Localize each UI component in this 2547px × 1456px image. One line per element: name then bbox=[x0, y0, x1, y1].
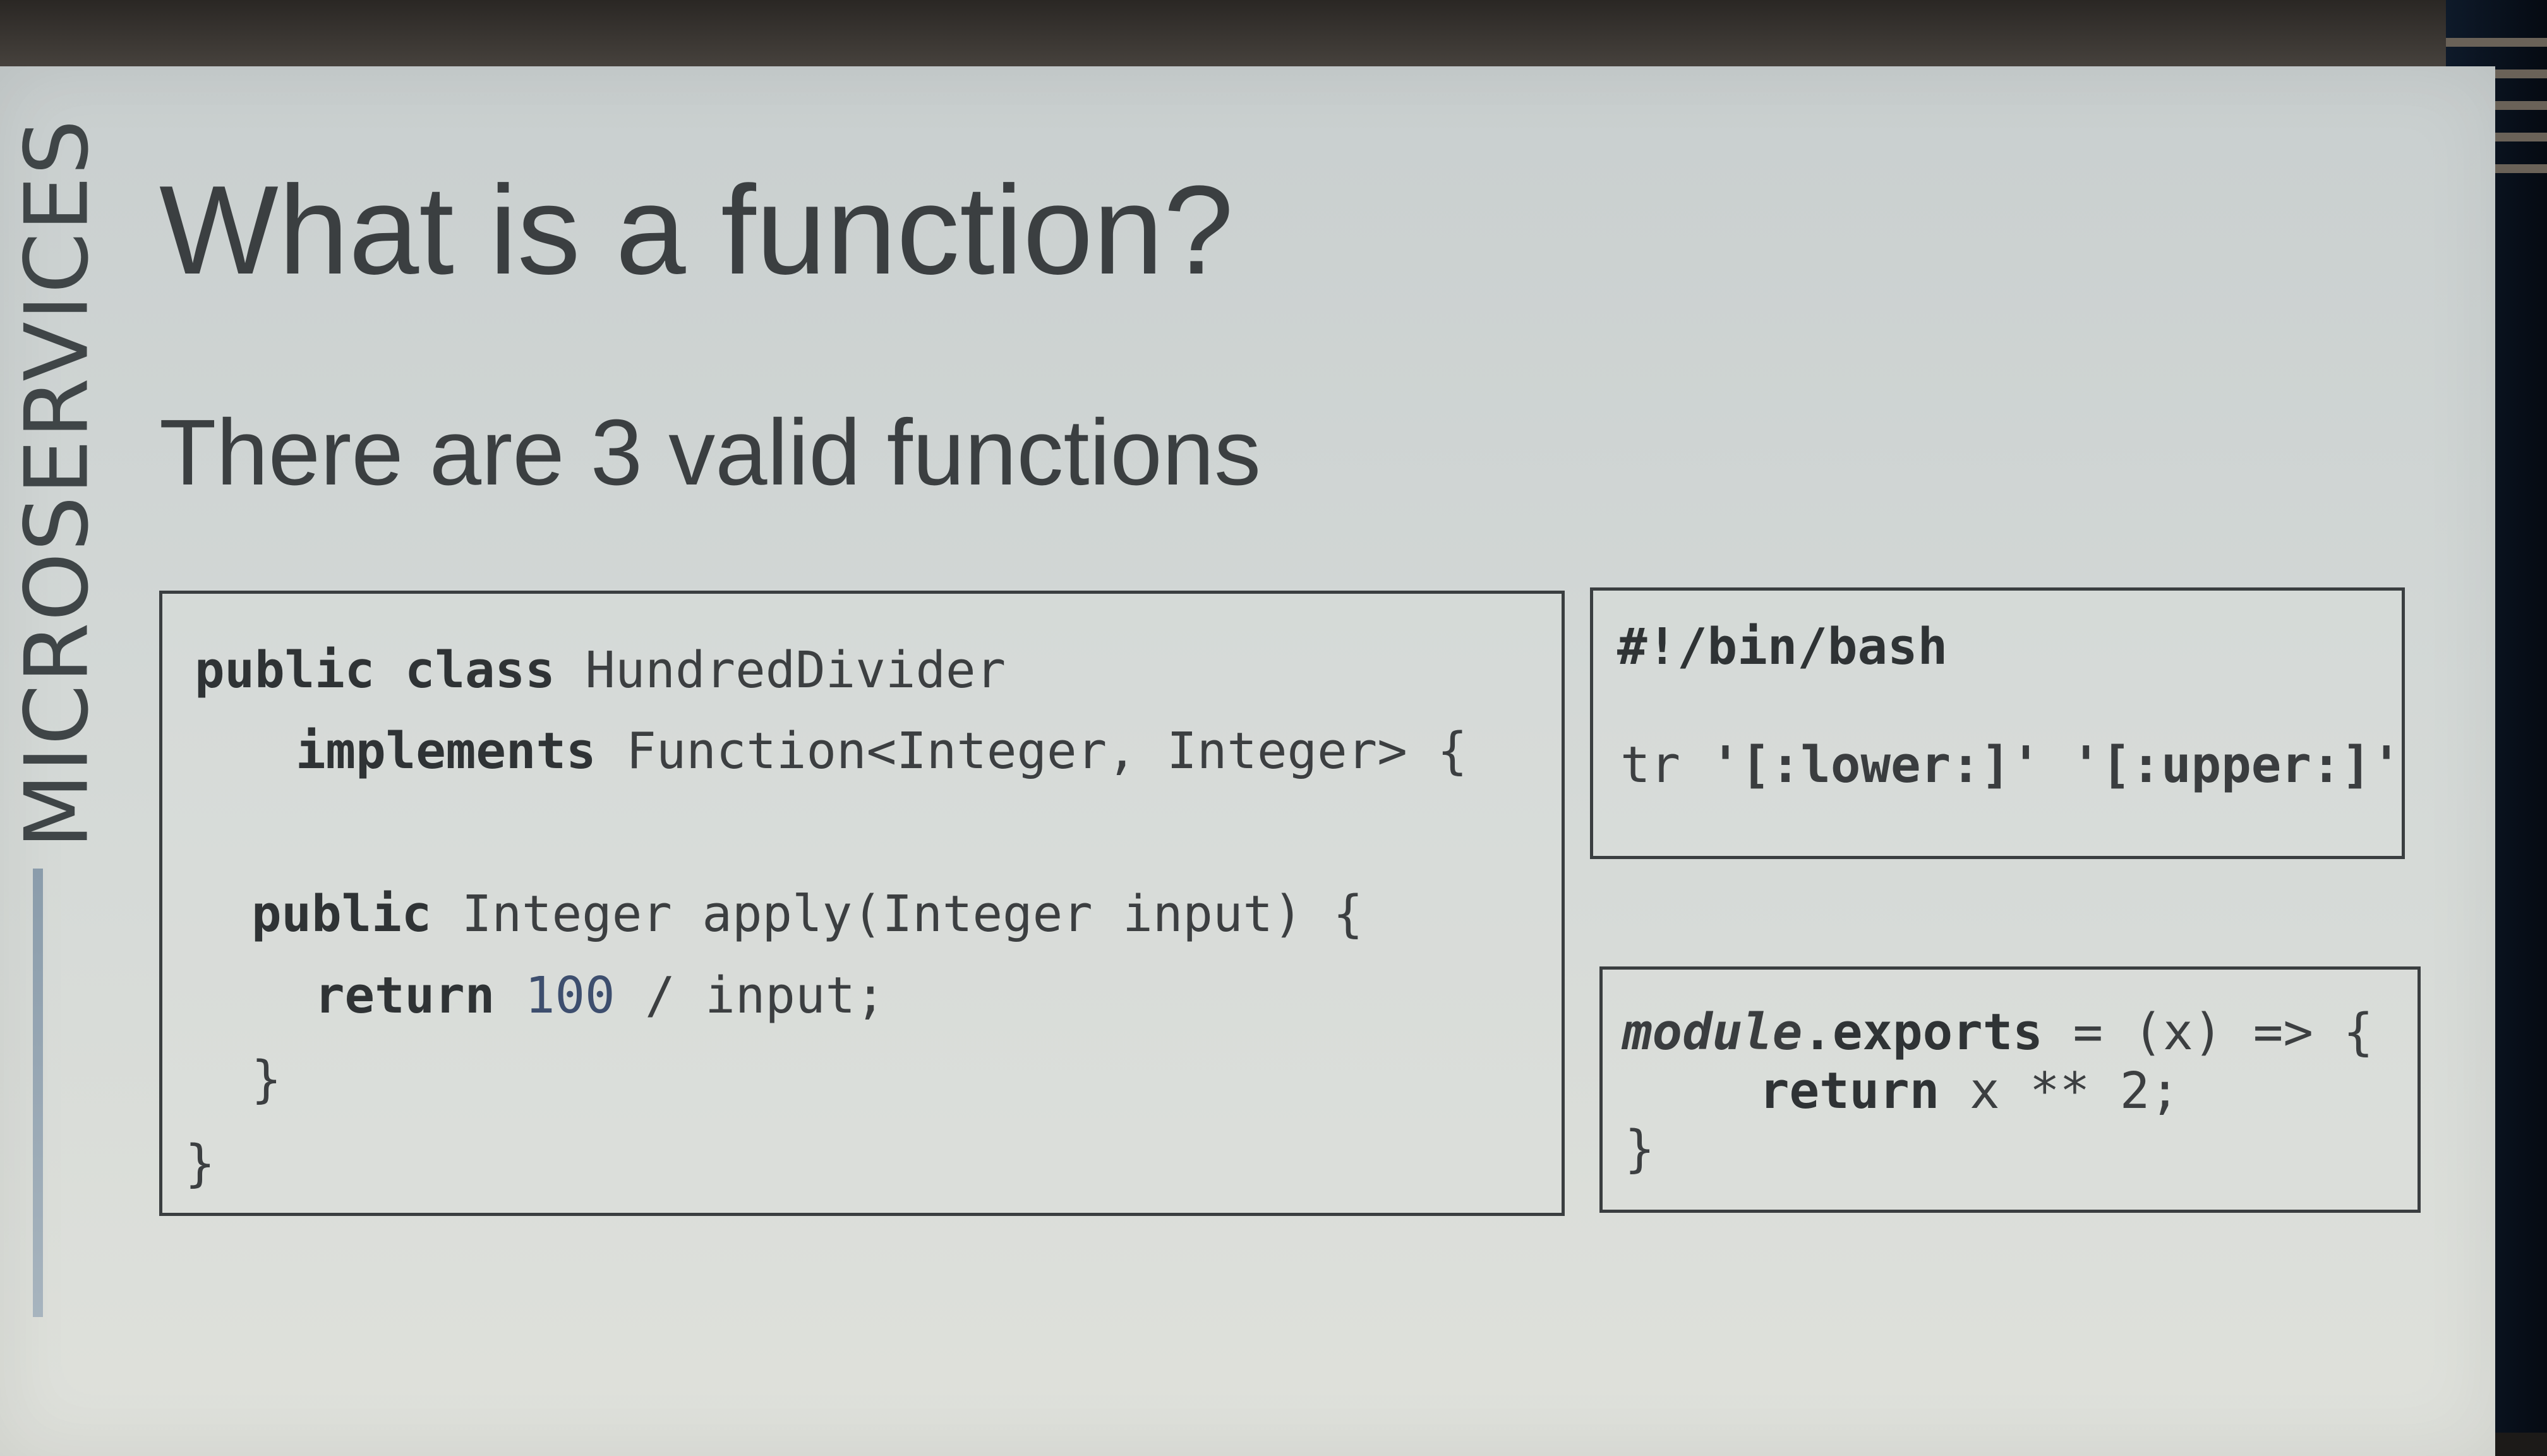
java-keyword: return bbox=[315, 966, 495, 1025]
js-code-box bbox=[1599, 966, 2421, 1213]
java-line-1: public class HundredDivider bbox=[195, 646, 1006, 695]
presentation-slide bbox=[0, 66, 2495, 1456]
bash-shebang: #!/bin/bash bbox=[1617, 618, 1948, 676]
bash-line-2: tr '[:lower:]' '[:upper:]' bbox=[1620, 740, 2402, 790]
java-class-name: HundredDivider bbox=[585, 641, 1006, 699]
java-line-5: } bbox=[251, 1050, 282, 1109]
java-line-2: implements Function<Integer, Integer> { bbox=[296, 726, 1467, 776]
js-keyword: return bbox=[1759, 1062, 1940, 1120]
java-keyword: public bbox=[251, 885, 432, 943]
side-accent-bar bbox=[33, 869, 43, 1317]
window-blind bbox=[2446, 38, 2547, 47]
bash-code-box bbox=[1590, 587, 2405, 859]
js-exports-property: .exports bbox=[1802, 1003, 2043, 1061]
js-code-text: x ** 2; bbox=[1969, 1062, 2180, 1120]
js-line-2: return x ** 2; bbox=[1759, 1066, 2180, 1116]
java-code-text: / input; bbox=[645, 966, 886, 1025]
java-keyword: implements bbox=[296, 722, 596, 780]
bash-command: tr bbox=[1620, 736, 1681, 794]
side-label-text: MICROSERVICES bbox=[6, 117, 108, 849]
java-number: 100 bbox=[524, 966, 615, 1025]
java-keyword: class bbox=[404, 641, 555, 699]
java-line-6: } bbox=[185, 1134, 215, 1193]
side-section-label: MICROSERVICES bbox=[6, 111, 108, 856]
bash-line-1: #!/bin/bash bbox=[1617, 622, 1948, 672]
bash-argument: '[:upper:]' bbox=[2071, 736, 2402, 794]
java-line-3: public Integer apply(Integer input) { bbox=[251, 889, 1363, 939]
java-code-text: Function<Integer, Integer> { bbox=[626, 722, 1467, 780]
java-line-4: return 100 / input; bbox=[315, 971, 886, 1021]
bash-argument: '[:lower:]' bbox=[1710, 736, 2041, 794]
js-line-1: module.exports = (x) => { bbox=[1622, 1008, 2373, 1057]
js-line-3: } bbox=[1625, 1120, 1655, 1178]
room-background-top bbox=[0, 0, 2547, 76]
java-keyword: public bbox=[195, 641, 375, 699]
java-code-box bbox=[159, 591, 1565, 1216]
slide-subtitle: There are 3 valid functions bbox=[159, 400, 1261, 505]
slide-title: What is a function? bbox=[159, 160, 1234, 301]
java-code-text: Integer apply(Integer input) { bbox=[461, 885, 1363, 943]
js-module-keyword: module bbox=[1622, 1003, 1803, 1061]
js-code-text: = (x) => { bbox=[2073, 1003, 2374, 1061]
